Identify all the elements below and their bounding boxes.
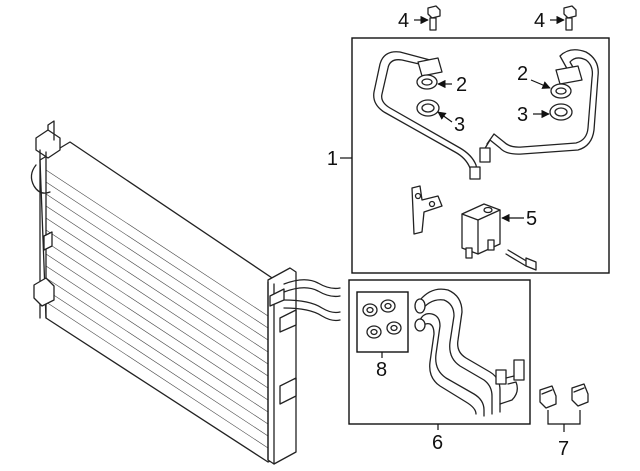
callout-1: 1 [327, 148, 338, 170]
callout-3-right: 3 [517, 104, 528, 126]
seal-lower-right [549, 103, 573, 121]
hose-clip-left [539, 385, 557, 409]
bolt-4-right [563, 5, 577, 31]
callout-2-right: 2 [517, 63, 528, 85]
o-ring-upper-right [550, 83, 572, 99]
radiator-condenser-assembly [30, 120, 341, 465]
cooler-bolt [505, 249, 537, 271]
line-bracket-right [555, 65, 583, 85]
cooler-mounting-bracket [411, 185, 443, 235]
hose-clip-right [571, 383, 589, 407]
callout-8: 8 [376, 359, 387, 381]
line-bracket-left [417, 57, 443, 77]
hose-clamps [362, 299, 402, 339]
callout-6: 6 [432, 432, 443, 454]
seal-lower-left [416, 99, 440, 117]
oil-cooler-tube-left [373, 51, 481, 180]
cooler-hose-assembly [414, 288, 525, 417]
callout-4-left: 4 [398, 10, 409, 32]
o-ring-upper-left [416, 74, 438, 90]
callout-2-left: 2 [456, 74, 467, 96]
hose-assembly-box [348, 279, 531, 425]
bolt-4-left [427, 5, 441, 31]
oil-cooler-kit-box [351, 37, 610, 274]
callout-5: 5 [526, 208, 537, 230]
clamp-kit-box [356, 291, 409, 353]
callout-4-right: 4 [534, 10, 545, 32]
callout-3-left: 3 [454, 114, 465, 136]
callout-7: 7 [558, 438, 569, 460]
oil-cooler-tube-right [479, 49, 599, 163]
transmission-oil-cooler [461, 203, 501, 259]
